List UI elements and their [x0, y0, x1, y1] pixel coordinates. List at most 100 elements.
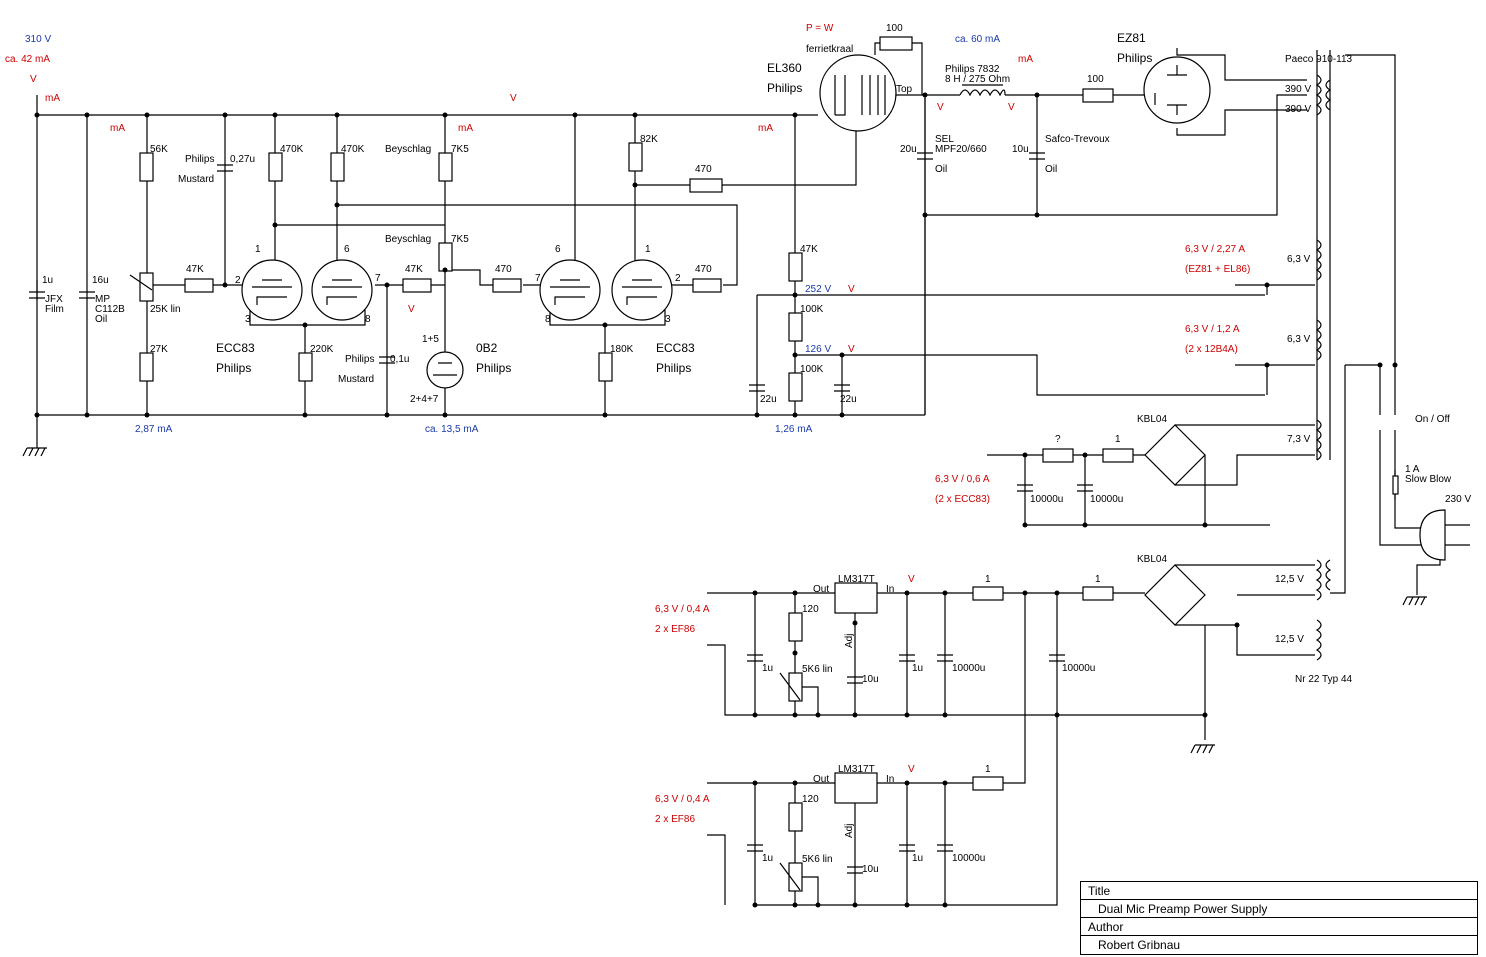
resistors [139, 36, 1399, 832]
label-r1-b: 1 [985, 574, 991, 585]
label-heater1: 6,3 V / 2,27 A [1185, 244, 1245, 255]
mains-plug [1419, 509, 1470, 561]
label-r1-c: 1 [1095, 574, 1101, 585]
label-310v: 310 V [25, 34, 51, 45]
label-230v: 230 V [1445, 494, 1471, 505]
label-philips-el360: Philips [767, 81, 802, 95]
label-252v: 252 V [805, 284, 831, 295]
label-100k-a: 100K [800, 304, 824, 315]
label-philips-ecc83-a: Philips [216, 361, 251, 375]
label-22u-a: 22u [760, 394, 777, 405]
label-onoff: On / Off [1415, 414, 1450, 425]
label-01u: 0,1u [390, 354, 409, 365]
label-fuse1: 1 A [1405, 464, 1420, 475]
label-in2: In [886, 774, 894, 785]
label-ecc83-a: ECC83 [216, 341, 255, 355]
potentiometers [129, 272, 819, 905]
tube-ecc83-a [241, 259, 373, 321]
label-ma-choke: mA [1018, 54, 1033, 65]
capacitors [29, 152, 1093, 874]
author-label: Author [1088, 920, 1124, 934]
label-pin3a: 3 [245, 314, 251, 325]
title-value-row: Dual Mic Preamp Power Supply [1081, 900, 1477, 918]
label-180k: 180K [610, 344, 634, 355]
label-0b2: 0B2 [476, 341, 498, 355]
label-10u-b: 10u [862, 864, 879, 875]
label-10u-top: 10u [1012, 144, 1029, 155]
label-10000u-b: 10000u [1090, 494, 1123, 505]
label-7k5a: 7K5 [451, 144, 469, 155]
label-ob2-pins: 1+5 [422, 334, 439, 345]
label-out1: Out [813, 584, 829, 595]
label-pin6b: 6 [555, 244, 561, 255]
label-1u: 1u [42, 275, 53, 286]
label-135ma: ca. 13,5 mA [425, 424, 479, 435]
label-47k-b: 47K [405, 264, 423, 275]
label-ma-b1: mA [110, 123, 125, 134]
label-top: Top [896, 84, 913, 95]
label-20u: 20u [900, 144, 917, 155]
label-lm317-1: LM317T [838, 574, 875, 585]
label-v-choke1: V [937, 102, 944, 113]
label-r100-top: 100 [886, 23, 903, 34]
label-r-unknown: ? [1055, 434, 1061, 445]
label-126v-v: V [848, 344, 855, 355]
label-kbl04-2: KBL04 [1137, 554, 1167, 565]
title-block: Title Dual Mic Preamp Power Supply Autho… [1080, 881, 1478, 955]
label-adj1: Adj [844, 634, 855, 648]
label-jfx: JFX [45, 294, 63, 305]
label-1u-d: 1u [912, 853, 923, 864]
label-1u-c: 1u [762, 853, 773, 864]
label-22u-b: 22u [840, 394, 857, 405]
label-25k-lin: 25K lin [150, 304, 181, 315]
ground-symbols [22, 447, 1427, 754]
label-paeco: Paeco 910-113 [1285, 54, 1353, 65]
label-r1-d: 1 [985, 764, 991, 775]
label-ob2-pins2: 2+4+7 [410, 394, 439, 405]
text-labels: 310 V ca. 42 mA V mA mA V mA mA P = W fe… [5, 23, 1471, 875]
label-philips-ecc83-b: Philips [656, 361, 691, 375]
label-5k6-a: 5K6 lin [802, 664, 833, 675]
label-heater5: 6,3 V / 0,4 A [655, 794, 710, 805]
label-v-reg1: V [908, 574, 915, 585]
label-ferrietkraal: ferrietkraal [806, 44, 853, 55]
label-philips-0b2: Philips [476, 361, 511, 375]
title-label-row: Title [1081, 882, 1477, 900]
tube-ob2 [426, 351, 464, 389]
label-out2: Out [813, 774, 829, 785]
label-heater3: 6,3 V / 0,6 A [935, 474, 990, 485]
junction-dots [34, 92, 1398, 908]
label-42ma: ca. 42 mA [5, 54, 50, 65]
diagram-title: Dual Mic Preamp Power Supply [1098, 902, 1268, 916]
label-470k-a: 470K [280, 144, 304, 155]
label-pin1b: 1 [645, 244, 651, 255]
label-oil2: Oil [1045, 164, 1057, 175]
label-heater2-b: (2 x 12B4A) [1185, 344, 1238, 355]
label-ma-b2: mA [458, 123, 473, 134]
label-470-a: 470 [495, 264, 512, 275]
label-pin8b: 8 [545, 314, 551, 325]
label-82k: 82K [640, 134, 658, 145]
label-ecc83-b: ECC83 [656, 341, 695, 355]
label-kbl04-1: KBL04 [1137, 414, 1167, 425]
label-125v-a: 12,5 V [1275, 574, 1304, 585]
label-v-choke2: V [1008, 102, 1015, 113]
label-mustard2: Mustard [338, 374, 374, 385]
label-27k: 27K [150, 344, 168, 355]
label-pin7a: 7 [375, 273, 381, 284]
author-label-row: Author [1081, 918, 1477, 936]
label-220k: 220K [310, 344, 334, 355]
label-ez81: EZ81 [1117, 31, 1146, 45]
label-027u: 0,27u [230, 154, 255, 165]
tube-ez81 [1143, 56, 1211, 124]
label-lm317-2: LM317T [838, 764, 875, 775]
transformer [1315, 74, 1332, 661]
label-in1: In [886, 584, 894, 595]
label-beyschlag2: Beyschlag [385, 234, 431, 245]
label-390v-a: 390 V [1285, 84, 1311, 95]
label-sel: SEL [935, 134, 954, 145]
label-120-b: 120 [802, 794, 819, 805]
label-1u-b: 1u [912, 663, 923, 674]
label-10000u-a: 10000u [1030, 494, 1063, 505]
